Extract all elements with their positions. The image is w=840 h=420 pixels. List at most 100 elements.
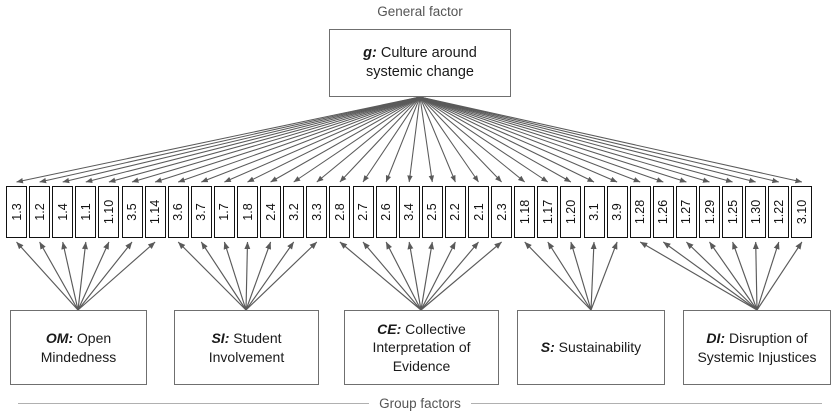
indicator-label: 1.28 — [633, 199, 648, 225]
indicator-label: 3.5 — [125, 203, 139, 221]
indicator-box-2.7: 2.7 — [352, 186, 374, 238]
g-to-indicator-arrow — [39, 96, 421, 184]
indicator-label: 1.25 — [725, 199, 740, 225]
group-factor-code: OM: — [45, 330, 74, 347]
g-to-indicator-arrow — [419, 96, 479, 183]
general-factor-arrows — [16, 96, 803, 184]
g-to-indicator-arrow — [247, 96, 421, 183]
group-factor-code: CE: — [377, 321, 402, 338]
group-to-indicator-arrow-SI — [244, 241, 251, 311]
indicator-box-2.2: 2.2 — [444, 186, 466, 238]
indicator-box-1.8: 1.8 — [237, 186, 258, 238]
indicator-box-1.2: 1.2 — [29, 186, 51, 238]
indicator-box-2.5: 2.5 — [421, 186, 443, 238]
indicator-box-3.6: 3.6 — [167, 186, 189, 238]
indicator-box-2.1: 2.1 — [468, 186, 489, 238]
indicator-box-3.5: 3.5 — [121, 186, 143, 238]
indicator-box-1.25: 1.25 — [722, 186, 744, 238]
g-to-indicator-arrow — [362, 96, 421, 183]
group-to-indicator-arrow-DI — [639, 241, 758, 311]
g-to-indicator-arrow — [419, 96, 733, 183]
group-to-indicator-arrow-OM — [77, 241, 156, 311]
g-to-indicator-arrow — [201, 96, 421, 183]
g-to-indicator-arrow — [419, 96, 641, 183]
g-to-indicator-arrow — [419, 96, 549, 183]
group-to-indicator-arrow-CE — [407, 241, 422, 311]
group-to-indicator-arrow-S — [524, 241, 592, 311]
indicator-box-3.2: 3.2 — [283, 186, 305, 238]
group-to-indicator-arrow-S — [570, 241, 592, 311]
indicator-box-2.6: 2.6 — [375, 186, 397, 238]
group-to-indicator-arrow-OM — [16, 241, 79, 311]
g-to-indicator-arrow — [131, 96, 421, 183]
indicator-label: 3.7 — [194, 203, 209, 221]
group-factor-box-CE: CE: Collective Interpretation of Evidenc… — [344, 310, 499, 385]
g-to-indicator-arrow — [108, 96, 421, 183]
g-to-indicator-arrow — [419, 96, 595, 183]
caption-rule-right — [470, 403, 823, 404]
group-factors-caption: Group factors — [0, 396, 840, 411]
g-to-indicator-arrow — [154, 96, 421, 183]
indicator-label: 3.1 — [587, 203, 601, 221]
group-to-indicator-arrow-OM — [77, 241, 88, 311]
indicator-box-1.4: 1.4 — [52, 186, 74, 238]
group-to-indicator-arrow-SI — [177, 241, 247, 311]
indicator-box-1.30: 1.30 — [745, 186, 767, 238]
g-to-indicator-arrow — [385, 96, 421, 183]
indicator-label: 3.10 — [794, 199, 809, 225]
group-to-indicator-arrow-DI — [752, 241, 759, 311]
indicator-label: 1.3 — [9, 203, 24, 221]
group-to-indicator-arrow-SI — [245, 241, 272, 311]
indicator-box-3.4: 3.4 — [398, 186, 420, 238]
g-to-indicator-arrow — [419, 96, 710, 183]
group-to-indicator-arrow-SI — [245, 241, 295, 311]
g-to-indicator-arrow — [407, 96, 421, 183]
group-to-indicator-arrow-DI — [756, 241, 803, 311]
general-factor-box: g: Culture around systemic change — [329, 29, 511, 97]
group-to-indicator-arrow-OM — [77, 241, 110, 311]
group-to-indicator-arrow-DI — [686, 241, 758, 311]
group-to-indicator-arrow-DI — [732, 241, 758, 311]
indicator-box-1.27: 1.27 — [675, 186, 697, 238]
indicator-box-1.26: 1.26 — [652, 186, 674, 238]
g-to-indicator-arrow — [419, 96, 780, 184]
g-to-indicator-arrow — [419, 96, 572, 183]
indicator-box-3.9: 3.9 — [606, 186, 628, 238]
indicator-label: 1.30 — [748, 199, 763, 225]
indicator-box-1.14: 1.14 — [144, 186, 166, 238]
group-factor-box-OM: OM: Open Mindedness — [10, 310, 147, 385]
indicator-label: 2.4 — [263, 203, 278, 221]
g-to-indicator-arrow — [85, 96, 421, 184]
g-to-indicator-arrow — [419, 96, 435, 183]
caption-rule-left — [18, 403, 370, 404]
group-factor-box-SI: SI: Student Involvement — [174, 310, 319, 385]
g-to-indicator-arrow — [293, 96, 421, 183]
g-to-indicator-arrow — [419, 96, 456, 183]
group-to-indicator-arrow-CE — [362, 241, 422, 311]
indicator-label: 1.7 — [217, 203, 232, 221]
indicator-label: 2.6 — [379, 203, 394, 221]
indicator-box-1.29: 1.29 — [699, 186, 720, 238]
g-to-indicator-arrow — [62, 96, 421, 184]
indicator-label: 1.2 — [32, 203, 47, 221]
indicator-box-1.18: 1.18 — [514, 186, 536, 238]
indicator-label: 1.14 — [148, 199, 163, 225]
group-factor-box-DI: DI: Disruption of Systemic Injustices — [683, 310, 831, 385]
group-factor-code: DI: — [706, 330, 726, 347]
indicator-label: 2.7 — [356, 203, 370, 221]
general-factor-caption: General factor — [377, 4, 463, 19]
group-factor-label: Collective Interpretation of Evidence — [372, 321, 471, 374]
g-to-indicator-arrow — [419, 96, 664, 183]
group-factor-code: S: — [540, 339, 555, 356]
group-to-indicator-arrow-CE — [420, 241, 435, 311]
g-to-indicator-arrow — [316, 96, 421, 183]
group-to-indicator-arrow-OM — [61, 241, 79, 311]
indicator-box-2.8: 2.8 — [329, 186, 351, 238]
indicator-label: 2.8 — [332, 203, 347, 221]
g-to-indicator-arrow — [419, 96, 756, 184]
group-factor-label: Student Involvement — [208, 330, 285, 365]
g-to-indicator-arrow — [178, 96, 421, 183]
indicator-label: 3.3 — [309, 203, 324, 221]
group-to-indicator-arrow-S — [547, 241, 592, 311]
